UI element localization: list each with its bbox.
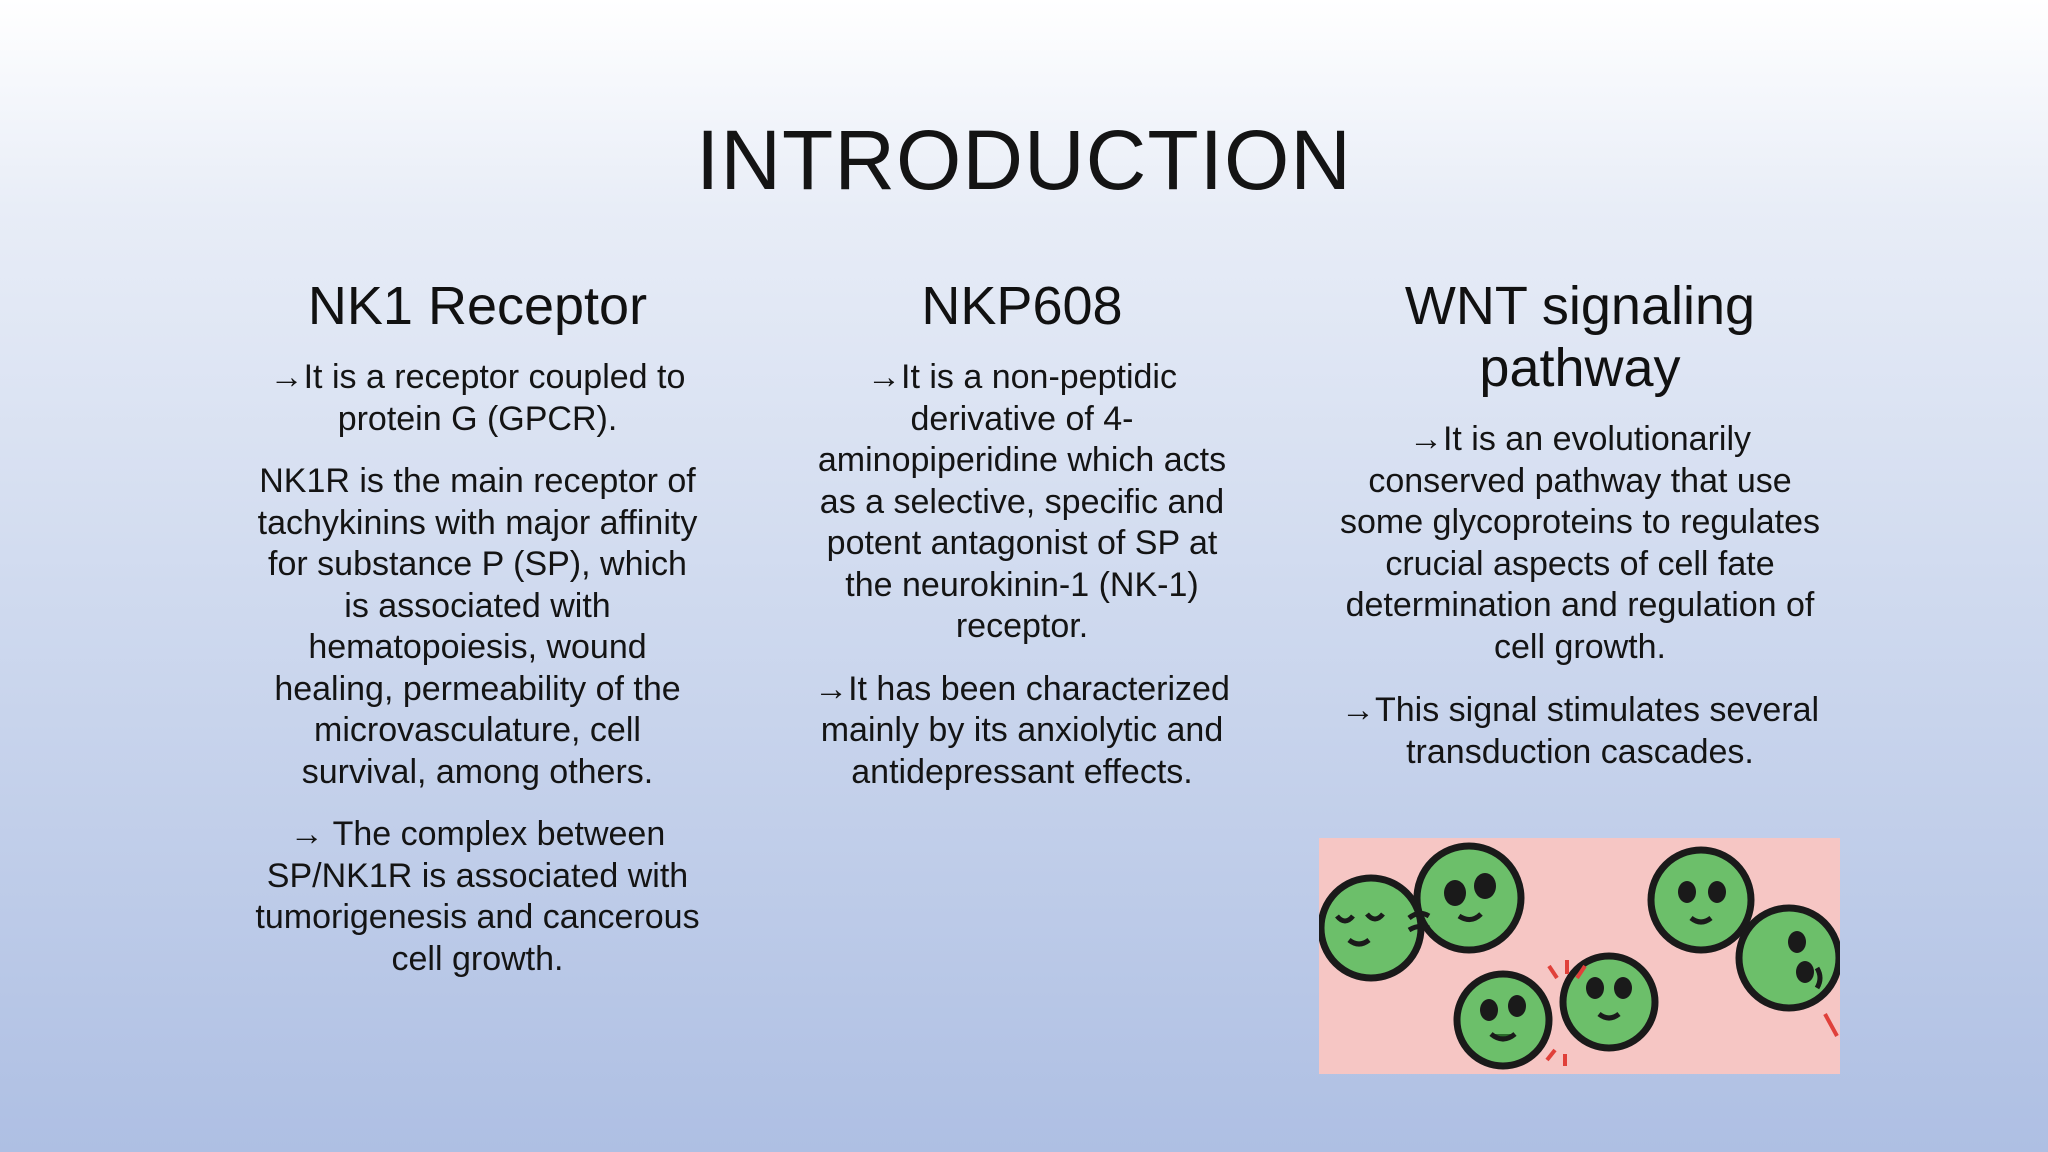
slide-title: INTRODUCTION: [696, 113, 1352, 207]
nk1-paragraph-1: →It is a receptor coupled to protein G (…: [269, 358, 686, 438]
nkp608-paragraph-1: →It is a non-peptidic derivative of 4-am…: [817, 358, 1227, 645]
wnt-heading: WNT signaling pathway: [1404, 276, 1756, 398]
nkp608-column: NKP608 →It is a non-peptidic derivative …: [812, 275, 1232, 814]
cell-signaling-illustration: [1319, 838, 1840, 1074]
cell-pair-left: [1319, 842, 1525, 982]
nkp608-heading: NKP608: [921, 276, 1123, 336]
cell-pair-middle: [1453, 952, 1659, 1070]
wnt-paragraph-1: →It is an evolutionarily conserved pathw…: [1339, 420, 1821, 666]
nk1-paragraph-3: → The complex between SP/NK1R is associa…: [255, 815, 700, 978]
green-cells-image: [1319, 842, 1840, 1070]
nkp608-paragraph-2: →It has been characterized mainly by its…: [814, 669, 1230, 791]
nk1-receptor-column: NK1 Receptor →It is a receptor coupled t…: [255, 275, 700, 1001]
nk1-receptor-heading: NK1 Receptor: [307, 276, 648, 336]
cell-pair-right: [1647, 846, 1840, 1037]
wnt-paragraph-2: →This signal stimulates several transduc…: [1340, 691, 1820, 771]
nk1-paragraph-2: NK1R is the main receptor of tachykinins…: [257, 462, 698, 791]
wnt-column: WNT signaling pathway →It is an evolutio…: [1335, 275, 1825, 795]
